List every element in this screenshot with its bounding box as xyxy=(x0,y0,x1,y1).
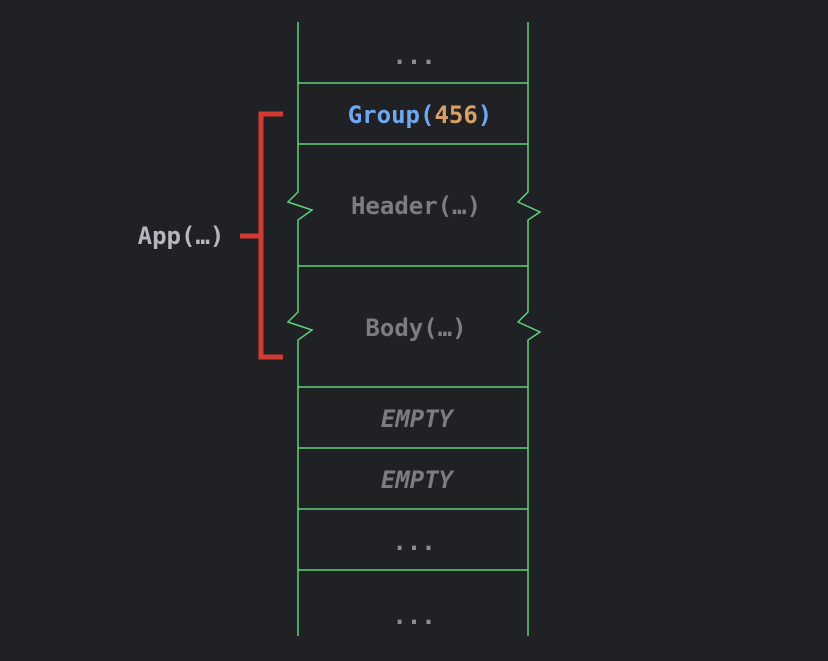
group-key: 456 xyxy=(434,101,477,129)
slot-group: Group(456) xyxy=(348,101,493,129)
slot-ellipsis: ... xyxy=(392,528,435,556)
app-bracket-label: App(…) xyxy=(138,222,225,250)
group-close-paren: ) xyxy=(478,101,492,129)
slot-ellipsis: ... xyxy=(392,602,435,630)
column-left-edge xyxy=(286,22,314,636)
slot-empty: EMPTY xyxy=(381,405,455,433)
slot-body-call: Body(…) xyxy=(365,314,466,342)
slot-ellipsis: ... xyxy=(392,42,435,70)
column-right-edge xyxy=(516,22,542,636)
slot-header-call: Header(…) xyxy=(351,192,481,220)
slot-empty: EMPTY xyxy=(381,466,455,494)
app-bracket xyxy=(240,111,283,360)
group-open-paren: ( xyxy=(420,101,434,129)
group-name: Group xyxy=(348,101,420,129)
